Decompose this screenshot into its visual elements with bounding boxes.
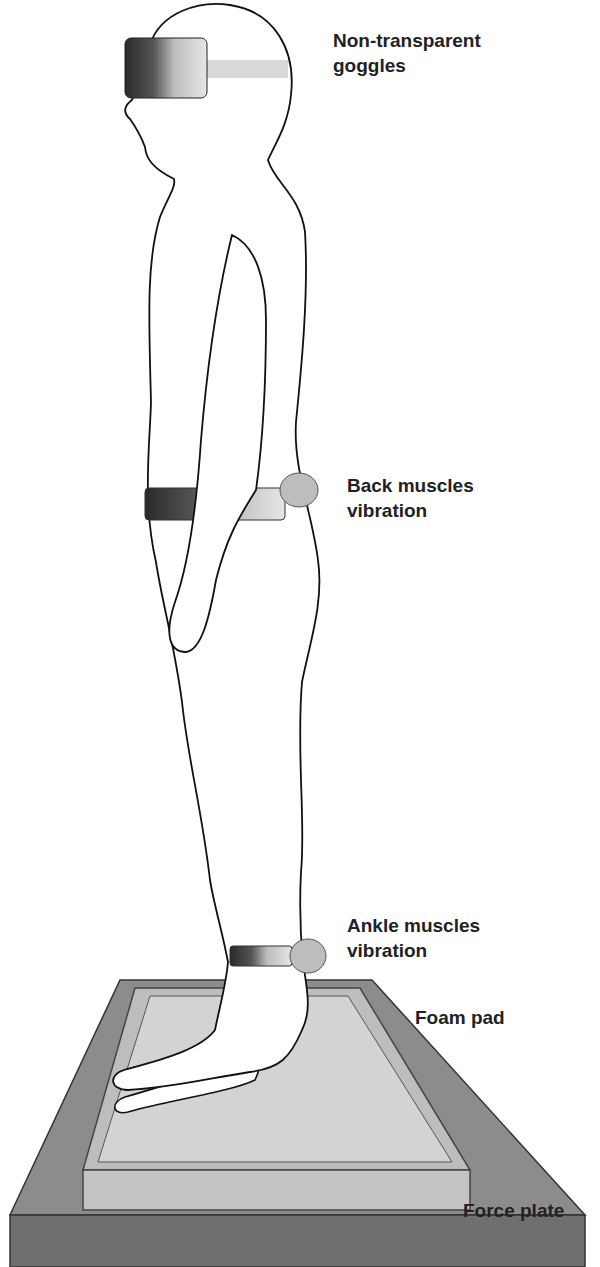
force-plate-front	[10, 1215, 585, 1267]
foam-pad-label: Foam pad	[415, 1005, 585, 1030]
back-vibration-label: Back muscles vibration	[347, 473, 527, 523]
person-outline	[113, 4, 319, 1090]
ankle-vibrator	[290, 939, 326, 973]
goggle-strap	[200, 60, 288, 78]
goggles-label: Non-transparent goggles	[333, 28, 533, 78]
back-vibrator	[280, 473, 318, 507]
goggles	[125, 38, 207, 98]
ankle-belt	[230, 946, 292, 966]
foam-pad-front	[83, 1170, 470, 1210]
force-plate-label: Force plate	[463, 1198, 593, 1223]
arm-outline	[169, 235, 266, 652]
ankle-vibration-label: Ankle muscles vibration	[347, 913, 527, 963]
